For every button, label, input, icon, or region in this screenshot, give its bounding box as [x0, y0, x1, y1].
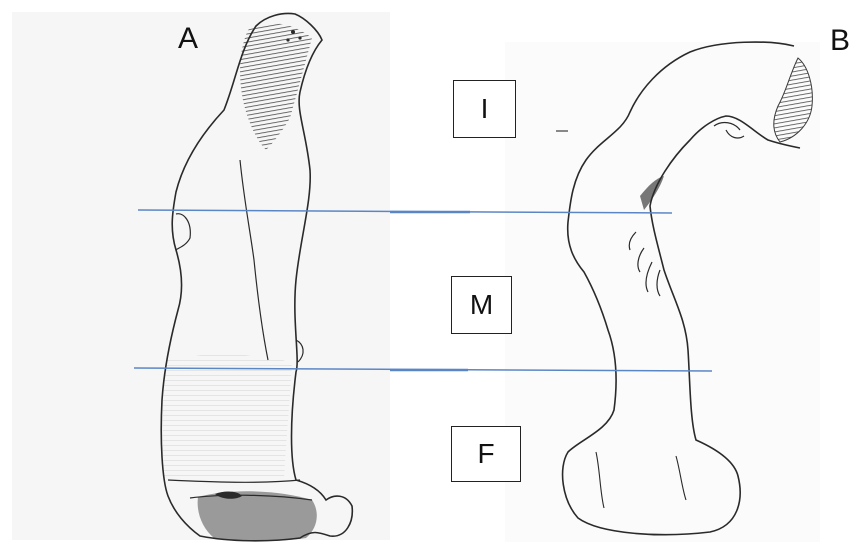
region-label-f: F [451, 426, 521, 482]
region-label-m: M [451, 276, 512, 334]
region-label-i: I [453, 80, 516, 138]
paper-sheet-b [505, 42, 820, 542]
specimen-a-tip-dot [291, 30, 295, 34]
specimen-a-tip-dot [298, 36, 301, 39]
specimen-a-tip-dot [286, 38, 289, 41]
specimen-a-body-shading [163, 354, 292, 480]
panel-label-b: B [830, 26, 849, 56]
panel-label-a: A [178, 24, 198, 54]
